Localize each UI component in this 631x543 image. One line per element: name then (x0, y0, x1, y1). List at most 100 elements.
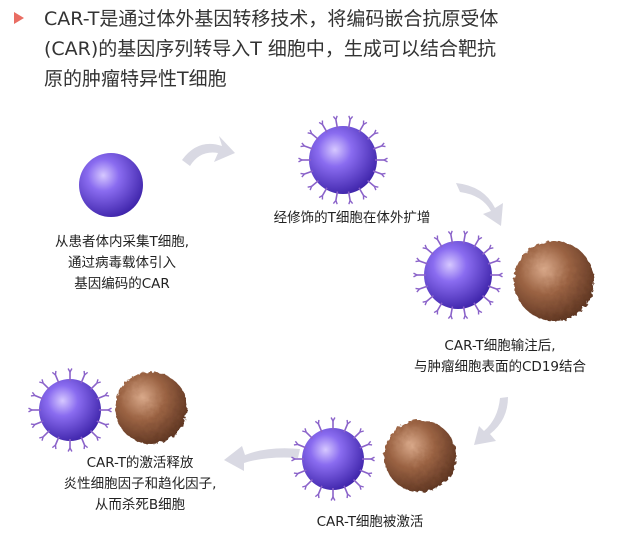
receptor-spike (335, 191, 339, 201)
receptor-spike (343, 485, 349, 495)
receptor-spike (413, 274, 418, 278)
step-4-caption: CAR-T细胞被激活 (290, 512, 450, 533)
receptor-spike (374, 185, 379, 188)
receptor-spike (415, 260, 420, 263)
receptor-spike (31, 424, 36, 429)
receptor-spike (473, 302, 480, 311)
receptor-spike (34, 420, 44, 426)
receptor-spike (297, 443, 307, 449)
receptor-spike (433, 236, 438, 241)
receptor-spike (54, 436, 60, 446)
receptor-spike (450, 234, 454, 244)
receptor-spike (301, 173, 305, 178)
receptor-spike (318, 121, 323, 126)
receptor-spike (298, 159, 303, 163)
receptor-spike (366, 179, 375, 187)
receptor-spike (335, 119, 339, 129)
receptor-spike (300, 145, 305, 148)
receptor-spike (304, 145, 314, 150)
flow-arrow (182, 136, 235, 166)
receptor-spike (464, 314, 469, 319)
caption-line: 经修饰的T细胞在体外扩增 (273, 210, 431, 226)
receptor-spike (69, 447, 73, 452)
receptor-spike (424, 301, 428, 306)
receptor-spike (372, 170, 382, 175)
caption-line: 通过病毒载体引入 (68, 255, 176, 271)
receptor-spike (41, 436, 44, 441)
receptor-spike (487, 260, 497, 265)
receptor-spike (348, 115, 351, 120)
receptor-spike (304, 485, 307, 490)
receptor-spike (373, 129, 377, 134)
receptor-spike (488, 244, 492, 249)
receptor-spike (335, 200, 338, 205)
intro-line: 原的肿瘤特异性T细胞 (44, 68, 227, 90)
receptor-spike (359, 428, 362, 433)
receptor-spike (96, 394, 106, 400)
receptor-spike (381, 172, 386, 175)
receptor-spike (436, 302, 443, 311)
receptor-spike (462, 306, 466, 316)
caption-line: 从而杀死B细胞 (94, 497, 186, 513)
receptor-spike (450, 306, 454, 316)
receptor-spike (89, 382, 98, 391)
receptor-spike (463, 230, 466, 235)
releasing-car-t-cell (39, 379, 101, 441)
receptor-spike (321, 124, 328, 133)
step-3-caption: CAR-T细胞输注后, 与肿瘤细胞表面的CD19结合 (390, 336, 610, 378)
receptor-spike (311, 179, 320, 187)
receptor-spike (67, 368, 71, 373)
receptor-spike (358, 187, 365, 196)
receptor-spike (28, 409, 33, 413)
bullet-marker (14, 12, 24, 24)
receptor-spike (363, 194, 368, 199)
flow-arrow (224, 446, 300, 471)
receptor-spike (51, 371, 56, 376)
receptor-spike (311, 133, 320, 141)
receptor-spike (302, 430, 307, 433)
receptor-spike (419, 260, 429, 265)
receptor-spike (42, 382, 51, 391)
receptor-spike (39, 381, 44, 384)
receptor-spike (54, 374, 60, 384)
expanded-t-cell (309, 126, 377, 194)
intro-line: (CAR)的基因序列转导入T 细胞中，生成可以结合靶抗 (44, 38, 496, 60)
receptor-spike (347, 119, 351, 129)
receptor-spike (496, 287, 501, 290)
receptor-spike (304, 170, 314, 175)
receptor-spike (447, 231, 452, 236)
receptor-spike (317, 485, 323, 495)
receptor-spike (347, 191, 351, 201)
receptor-spike (352, 478, 361, 487)
receptor-spike (34, 394, 44, 400)
receptor-spike (359, 469, 369, 475)
receptor-spike (343, 423, 349, 433)
dying-tumor-cell (115, 372, 187, 444)
receptor-spike (321, 187, 328, 196)
step-1-caption: 从患者体内采集T细胞, 通过病毒载体引入 基因编码的CAR (22, 232, 222, 295)
receptor-spike (352, 431, 361, 440)
step-2-caption: 经修饰的T细胞在体外扩增 (252, 208, 452, 229)
flow-arrow (474, 397, 508, 445)
receptor-spike (80, 374, 86, 384)
tumor-cell (384, 420, 456, 492)
receptor-spike (367, 440, 372, 445)
caption-line: CAR-T细胞被激活 (316, 514, 424, 530)
receptor-spike (383, 157, 388, 161)
caption-line: CAR-T细胞输注后, (444, 338, 556, 354)
receptor-spike (496, 257, 500, 262)
receptor-spike (332, 496, 336, 501)
receptor-spike (481, 248, 490, 256)
intro-line: CAR-T是通过体外基因转移技术，将编码嵌合抗原受体 (44, 8, 499, 30)
receptor-spike (330, 417, 334, 422)
receptor-spike (347, 493, 352, 498)
receptor-spike (309, 186, 313, 191)
receptor-spike (104, 391, 109, 396)
intro-paragraph: CAR-T是通过体外基因转移技术，将编码嵌合抗原受体 (CAR)的基因序列转导入… (44, 4, 604, 94)
caption-line: 从患者体内采集T细胞, (54, 234, 190, 250)
receptor-spike (317, 423, 323, 433)
receptor-spike (478, 309, 483, 314)
receptor-spike (291, 458, 296, 462)
receptor-spike (426, 248, 435, 256)
